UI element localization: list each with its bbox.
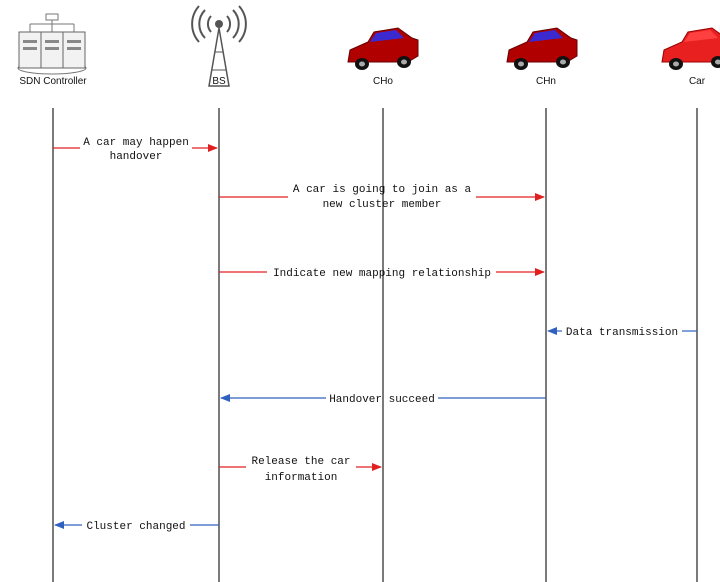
message-label: new cluster member — [323, 199, 442, 211]
car-icon — [661, 27, 720, 70]
message-label: Data transmission — [566, 327, 678, 339]
message-label: Handover succeed — [329, 394, 435, 406]
message-label: handover — [110, 151, 163, 163]
participant-label-car: Car — [689, 76, 706, 87]
message-label: A car may happen — [83, 137, 189, 149]
participant-label-cho: CHo — [373, 76, 393, 87]
car-icon — [347, 27, 419, 70]
message-4: Data transmission — [547, 327, 697, 339]
server-cluster-icon — [17, 13, 87, 75]
message-label: Cluster changed — [86, 521, 185, 533]
message-label: information — [265, 472, 338, 484]
message-1: A car may happen handover — [53, 137, 218, 163]
message-6: Release the car information — [219, 456, 382, 484]
message-5: Handover succeed — [220, 394, 546, 406]
message-label: A car is going to join as a — [293, 184, 472, 196]
message-2: A car is going to join as a new cluster … — [219, 184, 545, 211]
message-label: Indicate new mapping relationship — [273, 268, 491, 280]
message-label: Release the car — [251, 456, 350, 468]
participant-label-bs: BS — [212, 76, 226, 87]
message-7: Cluster changed — [54, 521, 219, 533]
participant-label-sdn: SDN Controller — [19, 76, 87, 87]
antenna-tower-icon — [191, 5, 247, 87]
car-icon — [506, 27, 578, 70]
participant-label-chn: CHn — [536, 76, 556, 87]
message-3: Indicate new mapping relationship — [219, 268, 545, 280]
